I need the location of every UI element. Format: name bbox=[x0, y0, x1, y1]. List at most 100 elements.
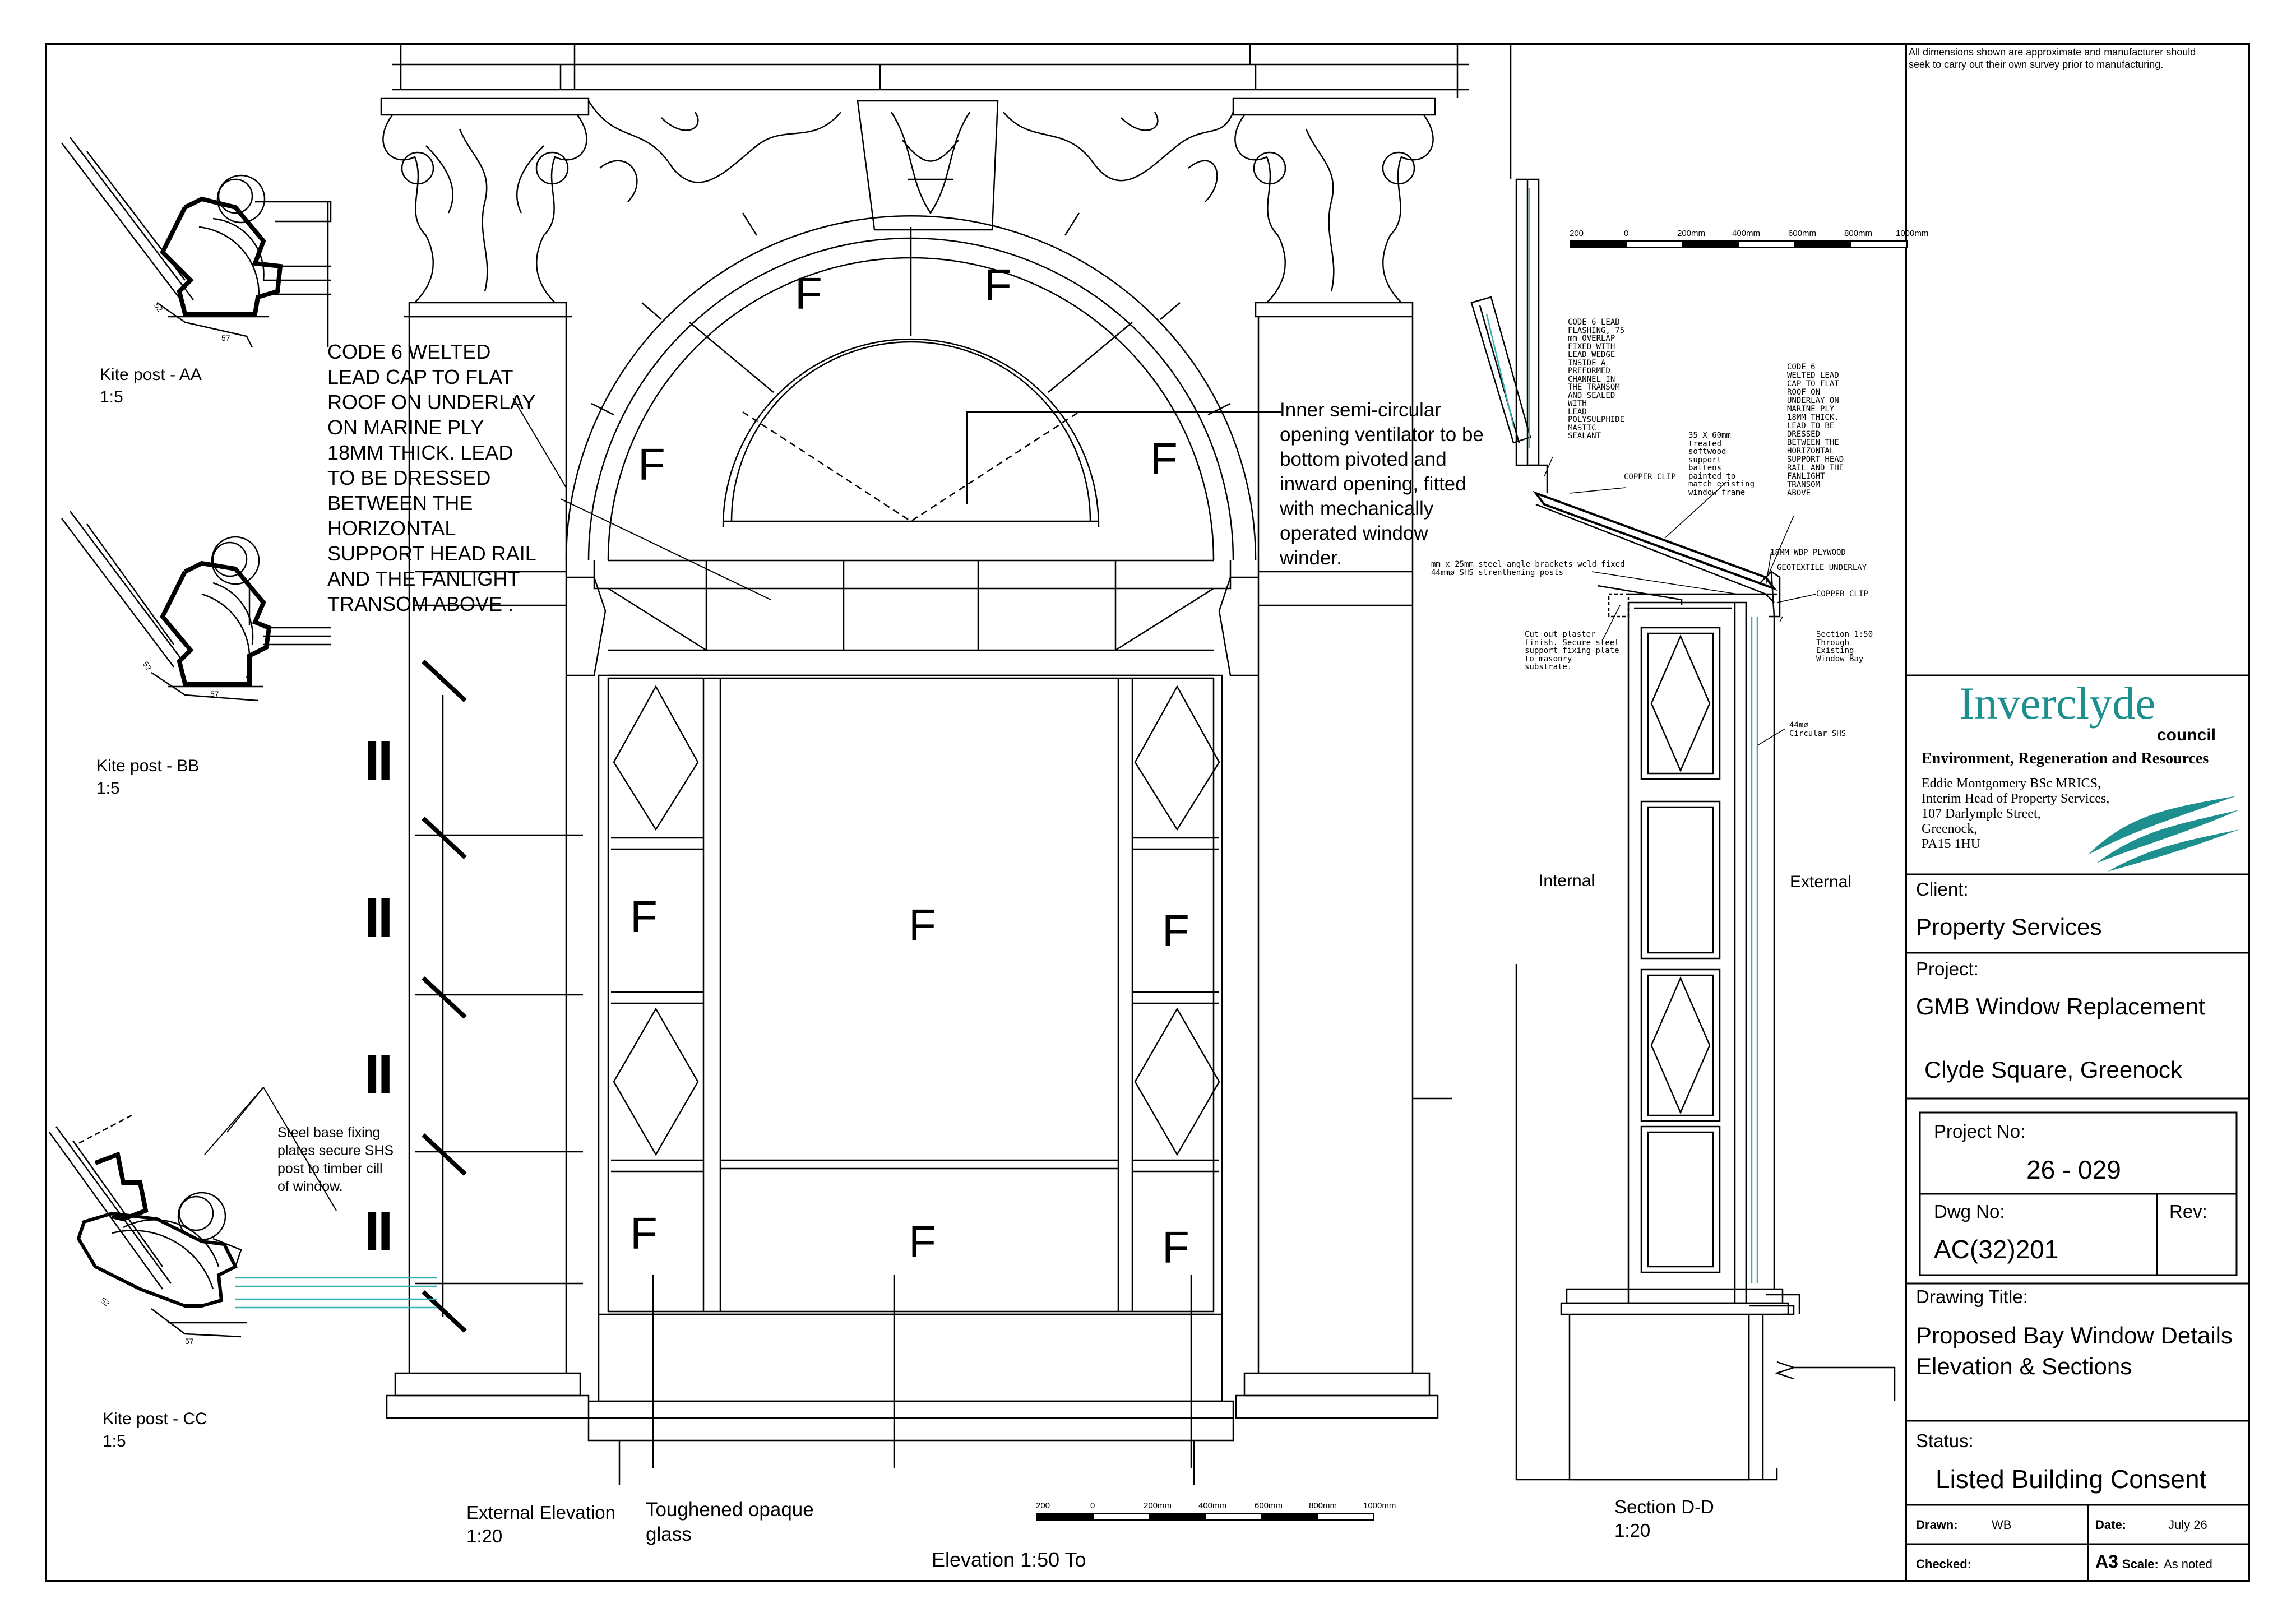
geotextile-note: GEOTEXTILE UNDERLAY bbox=[1777, 563, 1867, 572]
drawing-title-label: Drawing Title: bbox=[1916, 1286, 2028, 1307]
department-name: Environment, Regeneration and Resources bbox=[1922, 750, 2209, 767]
plaster-note: Cut out plaster finish. Secure steel sup… bbox=[1525, 630, 1619, 671]
scale-label: 0 bbox=[1624, 229, 1629, 238]
council-address: Eddie Montgomery BSc MRICS, Interim Head… bbox=[1922, 776, 2110, 851]
scale-label: 800mm bbox=[1844, 229, 1873, 238]
checked-label: Checked: bbox=[1916, 1557, 1972, 1571]
break-mark: II bbox=[364, 1200, 394, 1263]
section-dd-title: Section D-D bbox=[1614, 1496, 1714, 1517]
fill-letter: F bbox=[1150, 434, 1178, 484]
project-value: GMB Window Replacement bbox=[1916, 993, 2205, 1019]
scale-value-tb: As noted bbox=[2164, 1557, 2212, 1571]
brackets-note: mm x 25mm steel angle brackets weld fixe… bbox=[1431, 560, 1625, 577]
lead-cap-note: CODE 6 WELTED LEAD CAP TO FLAT ROOF ON U… bbox=[327, 340, 536, 615]
kite-post-cc-scale: 1:5 bbox=[103, 1432, 126, 1450]
elevation-scale-title: Elevation 1:50 To bbox=[932, 1548, 1086, 1571]
council-brand-sub: council bbox=[2157, 726, 2216, 744]
rev-label: Rev: bbox=[2169, 1201, 2207, 1222]
date-label: Date: bbox=[2095, 1518, 2127, 1532]
section-dd bbox=[1470, 44, 1896, 1481]
kite-post-aa-title: Kite post - AA bbox=[100, 365, 202, 384]
section-leaders bbox=[1544, 456, 1817, 746]
scale-label: 200mm bbox=[1144, 1501, 1172, 1510]
kite-post-aa-scale: 1:5 bbox=[100, 388, 123, 406]
kite-post-cc-title: Kite post - CC bbox=[103, 1410, 207, 1428]
project-label: Project: bbox=[1916, 958, 1979, 979]
circular-shs-note: 44mø Circular SHS bbox=[1789, 721, 1846, 738]
plywood-note: 18MM WBP PLYWOOD bbox=[1770, 548, 1846, 557]
status-label: Status: bbox=[1916, 1430, 1974, 1451]
scale-label: 800mm bbox=[1309, 1501, 1337, 1510]
project-location: Clyde Square, Greenock bbox=[1924, 1056, 2182, 1083]
sheet-size: A3 bbox=[2095, 1551, 2118, 1572]
fill-letter: F bbox=[795, 268, 822, 318]
scale-label: 200mm bbox=[1677, 229, 1706, 238]
fill-letter: F bbox=[630, 892, 658, 942]
kite-post-bb-scale: 1:5 bbox=[96, 779, 120, 798]
break-mark: II bbox=[364, 886, 394, 949]
fill-letter: F bbox=[909, 1217, 936, 1267]
scale-label: 1000mm bbox=[1363, 1501, 1396, 1510]
dim-57-bb: 57 bbox=[210, 689, 219, 698]
disclaimer-note: All dimensions shown are approximate and… bbox=[1909, 47, 2196, 70]
project-no-label: Project No: bbox=[1934, 1121, 2026, 1142]
date-value: July 26 bbox=[2168, 1518, 2207, 1532]
copper-clip-note-1: COPPER CLIP bbox=[1624, 472, 1676, 481]
dim-57-cc: 57 bbox=[185, 1337, 194, 1346]
leader-lines bbox=[204, 397, 1281, 1211]
fill-letter: F bbox=[1162, 906, 1189, 956]
dwg-no-value: AC(32)201 bbox=[1934, 1235, 2059, 1264]
battens-note: 35 X 60mm treated softwood support batte… bbox=[1688, 431, 1755, 497]
scale-label: 200 bbox=[1570, 229, 1584, 238]
drawing-title-value: Proposed Bay Window Details Elevation & … bbox=[1916, 1322, 2233, 1379]
fill-letter: F bbox=[1162, 1222, 1189, 1272]
toughened-glass-note: Toughened opaque glass bbox=[646, 1499, 814, 1545]
external-elevation-title: External Elevation bbox=[466, 1502, 615, 1523]
dwg-no-label: Dwg No: bbox=[1934, 1201, 2005, 1222]
kite-post-cc-glass bbox=[235, 1277, 437, 1309]
scale-label: 400mm bbox=[1198, 1501, 1227, 1510]
scale-label: 0 bbox=[1090, 1501, 1095, 1510]
kite-post-bb-title: Kite post - BB bbox=[96, 757, 200, 775]
external-elevation-scale: 1:20 bbox=[466, 1526, 503, 1546]
title-block-lines bbox=[1905, 674, 2250, 1581]
steel-base-note: Steel base fixing plates secure SHS post… bbox=[277, 1125, 394, 1194]
lead-flashing-note: CODE 6 LEAD FLASHING, 75 mm OVERLAP FIXE… bbox=[1568, 318, 1625, 441]
client-value: Property Services bbox=[1916, 914, 2102, 940]
scale-label: 600mm bbox=[1255, 1501, 1283, 1510]
project-no-value: 26 - 029 bbox=[2026, 1155, 2121, 1184]
scale-bar-bottom bbox=[1036, 1513, 1374, 1521]
fill-letter: F bbox=[630, 1208, 658, 1258]
scale-label-tb: Scale: bbox=[2122, 1557, 2159, 1571]
section-dd-glass bbox=[1485, 188, 1758, 1283]
section-dd-scale: 1:20 bbox=[1614, 1520, 1651, 1541]
scale-label: 400mm bbox=[1732, 229, 1761, 238]
external-elevation bbox=[380, 44, 1469, 1485]
scale-label: 1000mm bbox=[1896, 229, 1929, 238]
copper-clip-note-2: COPPER CLIP bbox=[1816, 590, 1868, 599]
client-label: Client: bbox=[1916, 879, 1969, 900]
kite-post-bb bbox=[61, 511, 331, 702]
council-wave-logo bbox=[2088, 796, 2239, 872]
ventilator-note: Inner semi-circular opening ventilator t… bbox=[1280, 399, 1484, 569]
scale-label: 200 bbox=[1036, 1501, 1050, 1510]
council-brand: Inverclyde bbox=[1959, 678, 2156, 729]
drawn-label: Drawn: bbox=[1916, 1518, 1958, 1532]
break-slashes bbox=[422, 660, 467, 1333]
scale-label: 600mm bbox=[1788, 229, 1817, 238]
internal-label: Internal bbox=[1539, 872, 1595, 890]
drawn-value: WB bbox=[1992, 1518, 2012, 1532]
dim-57-aa: 57 bbox=[221, 333, 230, 342]
status-value: Listed Building Consent bbox=[1936, 1465, 2207, 1494]
kite-post-aa bbox=[61, 137, 332, 348]
fill-letter: F bbox=[909, 900, 936, 950]
section-through-note: Section 1:50 Through Existing Window Bay bbox=[1816, 630, 1873, 664]
welted-cap-note: CODE 6 WELTED LEAD CAP TO FLAT ROOF ON U… bbox=[1787, 363, 1844, 498]
break-mark: II bbox=[364, 1043, 394, 1106]
external-label: External bbox=[1790, 873, 1852, 891]
fill-letter: F bbox=[984, 260, 1012, 310]
kite-post-cc bbox=[48, 1114, 247, 1338]
fill-letter: F bbox=[638, 439, 665, 489]
